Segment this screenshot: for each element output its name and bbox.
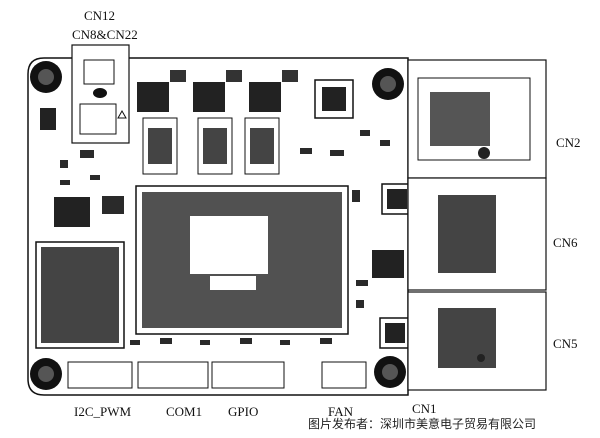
- right-ports: [407, 59, 547, 391]
- label-gpio: GPIO: [228, 404, 259, 419]
- right-ics: [40, 108, 413, 349]
- label-cn5: CN5: [553, 336, 578, 351]
- chipset-bga: [35, 241, 125, 349]
- label-cn12: CN12: [84, 8, 116, 23]
- smd-components: [60, 130, 390, 345]
- cn12-power-jack: [71, 44, 130, 144]
- label-i2c-pwm: I2C_PWM: [74, 404, 132, 419]
- label-fan: FAN: [328, 404, 354, 419]
- pwm-controller-chip: [314, 79, 354, 119]
- label-cn6: CN6: [553, 235, 578, 250]
- cpu-bga-area: [135, 185, 349, 335]
- label-cn2: CN2: [556, 135, 581, 150]
- label-cn1: CN1: [412, 401, 437, 416]
- power-stage: [137, 70, 298, 175]
- mounting-holes: [30, 61, 406, 390]
- image-credit: 图片发布者：深圳市美意电子贸易有限公司: [308, 417, 537, 431]
- label-com1: COM1: [166, 404, 203, 419]
- label-cn8-cn22: CN8&CN22: [72, 27, 138, 42]
